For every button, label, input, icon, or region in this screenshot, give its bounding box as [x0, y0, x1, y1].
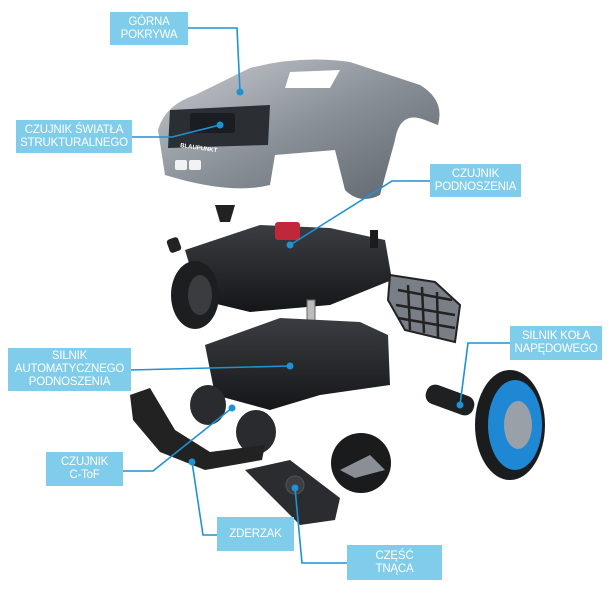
label-line: TNĄCA [375, 562, 414, 575]
label-line: PODNOSZENIA [434, 180, 517, 193]
label-line: CZUJNIK [451, 167, 500, 180]
leader-lines [122, 27, 510, 564]
label-bumper: ZDERZAK [217, 517, 294, 551]
drive-motor-part [425, 384, 475, 416]
caster-wheel [190, 385, 226, 425]
board-housing-part [185, 225, 392, 312]
brand-logo: BLAUPUNKT [180, 143, 218, 154]
label-line: NAPĘDOWEGO [514, 343, 598, 355]
label-line: SILNIK [51, 350, 88, 362]
bumper-part [130, 388, 265, 470]
label-line: CZĘŚĆ [375, 549, 414, 562]
leader-dots [188, 88, 464, 492]
post-part [215, 205, 235, 222]
label-line: POKRYWA [120, 28, 178, 41]
label-line: CZUJNIK ŚWIATŁA [24, 123, 124, 136]
label-line: AUTOMATYCZNEGO [14, 363, 125, 375]
chassis-part [205, 318, 390, 410]
label-line: C-ToF [69, 469, 100, 481]
label-line: SILNIK KOŁA [521, 330, 591, 342]
caster-wheel [236, 410, 276, 454]
label-line: ZDERZAK [229, 527, 282, 540]
label-line: CZUJNIK [60, 456, 109, 468]
label-line: GÓRNA [128, 15, 170, 28]
label-line: STRUKTURALNEGO [20, 136, 128, 149]
label-line: PODNOSZENIA [28, 376, 111, 388]
top-cover-part: BLAUPUNKT [158, 59, 440, 199]
